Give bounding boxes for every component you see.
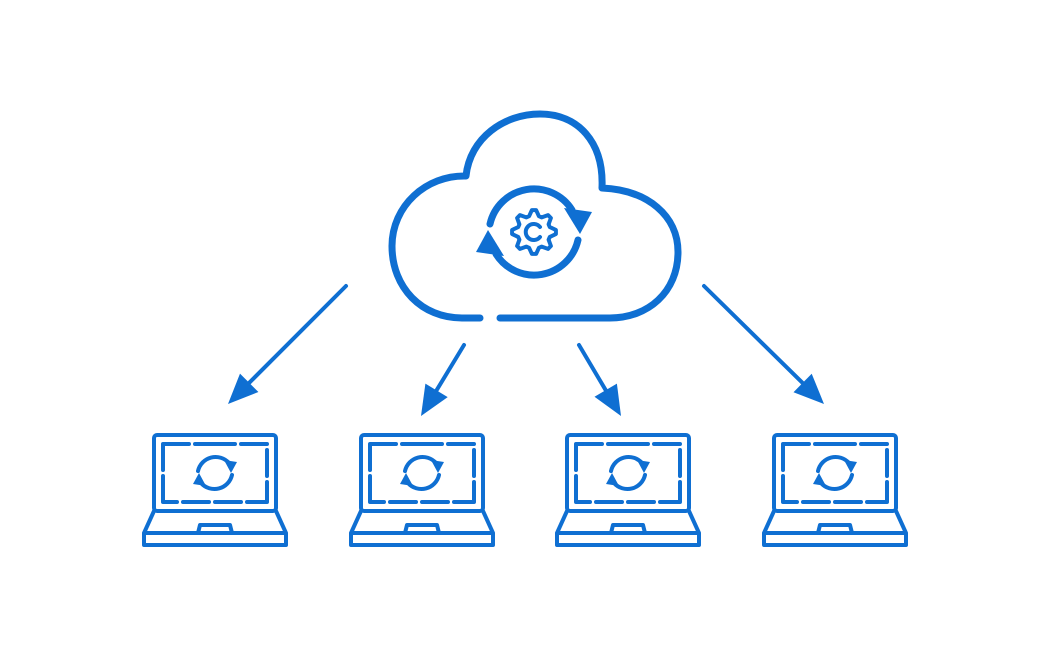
screen-sync-head-top [224,460,237,473]
laptop-lid [359,433,485,513]
sync-arc-bottom [492,236,582,279]
laptop-base [555,509,701,547]
screen-sync-head-top [637,460,650,473]
arrow-head [421,383,448,416]
arrow-shaft [577,343,608,393]
laptop-nodes [142,433,908,547]
laptop-lid [152,433,278,513]
laptop-trackpad [403,523,441,535]
arrow-head [594,383,621,416]
laptop-lid [565,433,691,513]
cloud-outline [388,110,682,322]
screen-sync-head-bottom [606,473,619,486]
sync-arrowhead-top [564,208,592,234]
screen-sync-head-bottom [400,473,413,486]
arrow-icon [228,284,348,404]
screen-sync-arc-bottom [612,473,647,491]
screen-sync-arc-top [609,455,644,473]
gear-icon [510,208,558,256]
arrow-icon [702,284,824,404]
screen-sync-arc-bottom [406,473,441,491]
screen-sync-head-bottom [813,473,826,486]
screen-sync-arc-top [816,455,851,473]
screen-sync-arc-bottom [819,473,854,491]
laptop-base [762,509,908,547]
screen-sync-head-top [431,460,444,473]
laptop-base [349,509,495,547]
cloud-node [388,110,682,322]
screen-sync-arc-top [403,455,438,473]
connection-arrows [228,284,824,416]
arrow-icon [577,343,621,416]
arrow-head [228,373,259,404]
arrow-shaft [702,284,805,385]
sync-arrowhead-bottom [476,230,504,256]
screen-sync-head-top [844,460,857,473]
sync-icon [606,455,650,491]
laptop-icon [142,433,288,547]
laptop-trackpad [609,523,647,535]
laptop-trackpad [816,523,854,535]
screen-sync-arc-top [196,455,231,473]
laptop-base [142,509,288,547]
laptop-icon [349,433,495,547]
arrow-shaft [434,343,466,393]
arrow-shaft [247,284,348,385]
laptop-icon [762,433,908,547]
laptop-trackpad [196,523,234,535]
laptop-screen [368,442,476,504]
arrow-head [793,373,824,404]
laptop-lid [772,433,898,513]
screen-sync-head-bottom [193,473,206,486]
sync-arc-top [486,185,576,228]
arrow-icon [421,343,466,416]
cloud-icon [388,110,682,322]
laptop-screen [574,442,682,504]
sync-icon [193,455,237,491]
gear-hub [523,222,542,242]
laptop-icon [555,433,701,547]
sync-icon [813,455,857,491]
laptop-screen [781,442,889,504]
screen-sync-arc-bottom [199,473,234,491]
laptop-screen [161,442,269,504]
sync-icon [400,455,444,491]
gear-sync-icon [476,185,592,279]
